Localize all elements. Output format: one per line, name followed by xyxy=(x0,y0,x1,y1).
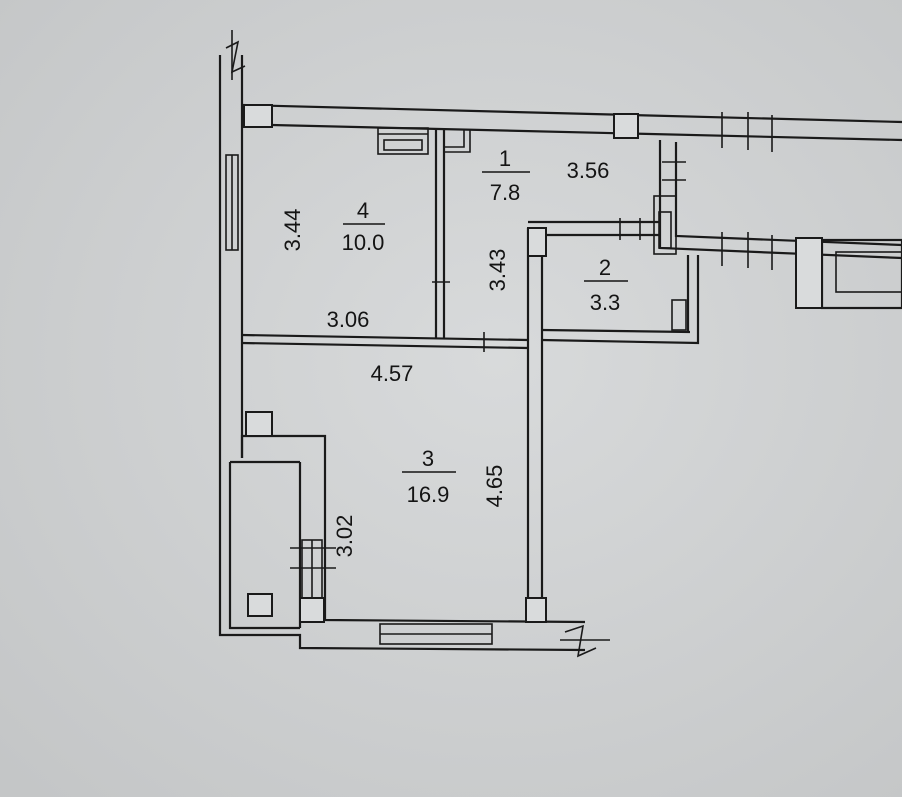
dim-corridor-height: 3.43 xyxy=(485,249,510,292)
room-4-area: 10.0 xyxy=(342,230,385,255)
room-4-label: 4 10.0 xyxy=(342,198,385,255)
room-3-area: 16.9 xyxy=(407,482,450,507)
outer-walls xyxy=(218,55,902,652)
dim-balcony-length: 3.02 xyxy=(332,515,357,558)
dim-room4-height: 3.44 xyxy=(280,209,305,252)
room-2-label: 2 3.3 xyxy=(584,255,628,315)
dim-room3-height: 4.65 xyxy=(482,465,507,508)
room-3-number: 3 xyxy=(422,446,434,471)
room-1-number: 1 xyxy=(499,146,511,171)
interior-walls xyxy=(225,30,902,658)
room-3-label: 3 16.9 xyxy=(402,446,456,507)
room-4-number: 4 xyxy=(357,198,369,223)
room-1-label: 1 7.8 xyxy=(482,146,530,205)
room-1-area: 7.8 xyxy=(490,180,521,205)
room-2-number: 2 xyxy=(599,255,611,280)
room-2-area: 3.3 xyxy=(590,290,621,315)
dim-room4-width: 3.06 xyxy=(327,307,370,332)
pillars xyxy=(243,104,823,623)
dim-corridor-length: 3.56 xyxy=(567,158,610,183)
dim-room3-width: 4.57 xyxy=(371,361,414,386)
